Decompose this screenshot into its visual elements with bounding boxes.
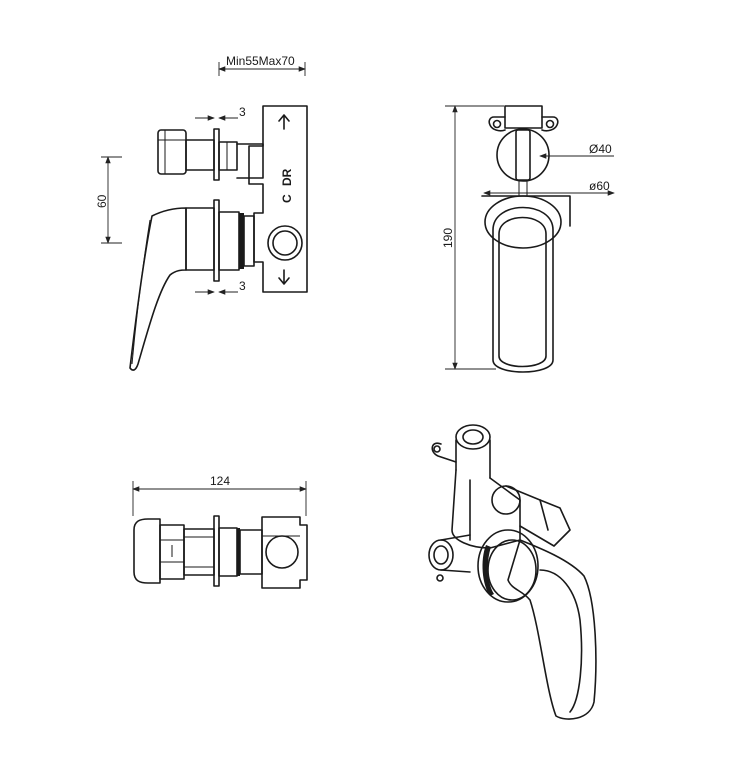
top-view: 124 <box>132 474 308 589</box>
height-60-label: 60 <box>95 194 109 208</box>
width-124-label: 124 <box>210 474 230 488</box>
plate-top-label: 3 <box>239 105 246 119</box>
front-view: Ø40 ø60 190 <box>441 105 615 373</box>
diameter-60-label: ø60 <box>589 179 610 193</box>
mark-dr-label: DR <box>280 168 294 186</box>
mark-c-label: C <box>280 194 294 203</box>
side-view: C DR Min55Max70 3 3 <box>95 54 308 371</box>
height-190-label: 190 <box>441 228 455 248</box>
plate-bottom-label: 3 <box>239 279 246 293</box>
install-depth-label: Min55Max70 <box>226 54 295 68</box>
isometric-view <box>428 424 597 720</box>
diameter-40-label: Ø40 <box>589 142 612 156</box>
